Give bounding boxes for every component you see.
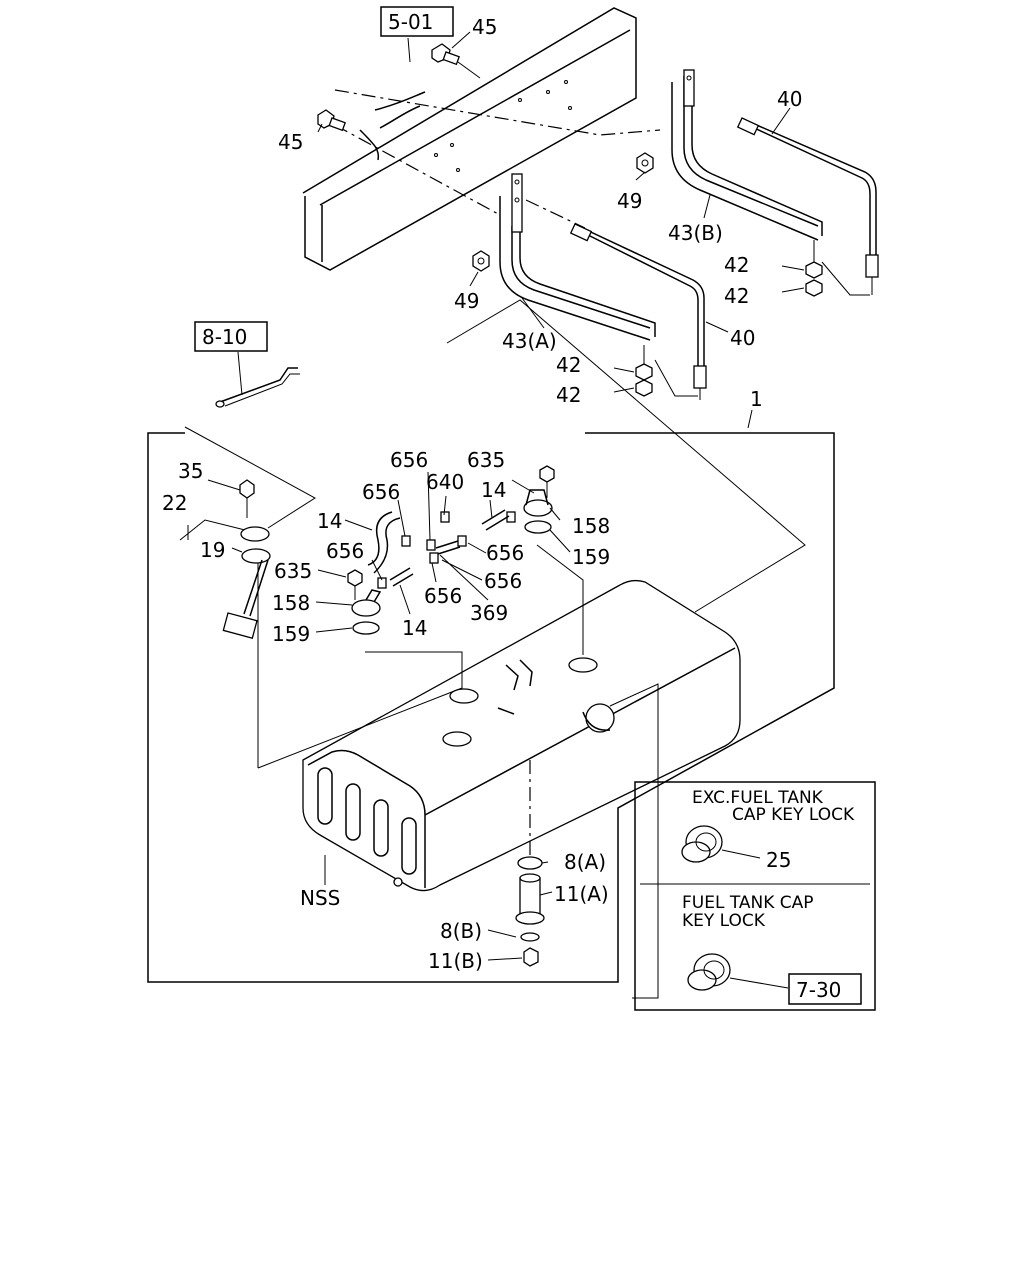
- label-49-upper: 49: [617, 189, 642, 213]
- label-40-middle: 40: [730, 326, 755, 350]
- frame-rail: [302, 7, 661, 271]
- label-640: 640: [426, 470, 464, 494]
- label-45-lower: 45: [278, 130, 303, 154]
- label-19: 19: [200, 538, 225, 562]
- label-11a: 11(A): [554, 882, 609, 906]
- label-11b: 11(B): [428, 949, 483, 973]
- label-635-a: 635: [467, 448, 505, 472]
- label-159-a: 159: [572, 545, 610, 569]
- label-369: 369: [470, 601, 508, 625]
- ref-5-01[interactable]: 5-01: [388, 10, 433, 34]
- fuel-tank: [302, 579, 741, 892]
- label-656-a: 656: [390, 448, 428, 472]
- bracket-43a: [499, 173, 656, 341]
- label-42-b: 42: [724, 284, 749, 308]
- label-49-middle: 49: [454, 289, 479, 313]
- upper-leaders: [317, 31, 806, 613]
- label-1: 1: [750, 387, 763, 411]
- ref-7-30[interactable]: 7-30: [796, 978, 841, 1002]
- ref-box-8-10[interactable]: [194, 321, 268, 352]
- label-656-f: 656: [424, 584, 462, 608]
- nut-49-middle: [472, 250, 490, 272]
- label-8a: 8(A): [564, 850, 606, 874]
- nut-49-upper: [636, 152, 654, 174]
- inset-box: [634, 781, 876, 1011]
- label-25: 25: [766, 848, 791, 872]
- label-656-d: 656: [486, 541, 524, 565]
- drain-parts: [515, 856, 545, 967]
- sender-158-159-right: [523, 465, 555, 534]
- label-42-d: 42: [556, 383, 581, 407]
- box-leaders: [179, 519, 659, 999]
- inset-exc-line1: EXC.FUEL TANK: [692, 788, 824, 808]
- ref-8-10[interactable]: 8-10: [202, 325, 247, 349]
- label-158-b: 158: [272, 591, 310, 615]
- strap-40-middle: [525, 199, 707, 400]
- label-656-c: 656: [326, 539, 364, 563]
- hoses-clips: [367, 509, 516, 589]
- label-43b: 43(B): [668, 221, 723, 245]
- bolt-45-upper: [431, 43, 481, 79]
- bracket-43b: [671, 69, 823, 241]
- ref-box-7-30[interactable]: [788, 973, 862, 1005]
- label-656-b: 656: [362, 480, 400, 504]
- label-43a: 43(A): [502, 329, 557, 353]
- label-14-a: 14: [481, 478, 506, 502]
- strap-40-upper: [736, 117, 879, 296]
- bolt-45-lower: [317, 109, 346, 132]
- label-35: 35: [178, 459, 203, 483]
- label-8b: 8(B): [440, 919, 482, 943]
- nuts-42-upper: [805, 240, 823, 297]
- harness-8-10: [184, 351, 316, 529]
- label-14-b: 14: [317, 509, 342, 533]
- label-45-upper: 45: [472, 15, 497, 39]
- ref-box-5-01[interactable]: [380, 6, 454, 37]
- nuts-42-middle: [635, 345, 653, 397]
- label-nss: NSS: [300, 886, 340, 910]
- label-42-c: 42: [556, 353, 581, 377]
- label-14-c: 14: [402, 616, 427, 640]
- sender-158-159-left: [347, 569, 382, 635]
- inset-key-line2: KEY LOCK: [682, 911, 766, 931]
- assembly-box-1: [147, 409, 835, 983]
- inset-key-line1: FUEL TANK CAP: [682, 893, 814, 913]
- label-635-b: 635: [274, 559, 312, 583]
- sender-unit: [222, 479, 271, 639]
- label-159-b: 159: [272, 622, 310, 646]
- label-22: 22: [162, 491, 187, 515]
- label-42-a: 42: [724, 253, 749, 277]
- label-40-upper: 40: [777, 87, 802, 111]
- label-158-a: 158: [572, 514, 610, 538]
- part-leaders: [207, 471, 571, 961]
- inset-exc-line2: CAP KEY LOCK: [732, 805, 855, 825]
- label-656-e: 656: [484, 569, 522, 593]
